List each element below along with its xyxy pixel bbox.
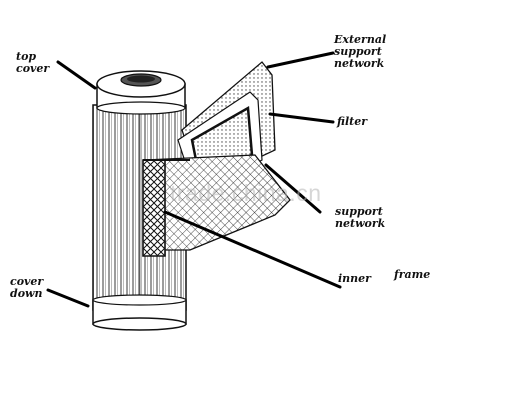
bottom-cover-cap <box>92 294 187 331</box>
watermark: trade.china.cn <box>170 180 322 206</box>
leader-cover-down <box>46 288 90 308</box>
label-inner: inner <box>338 272 371 285</box>
top-cover-cap <box>96 70 186 115</box>
leader-support-network <box>264 163 322 214</box>
leader-external-support-network <box>266 51 335 69</box>
label-frame: frame <box>394 268 431 281</box>
leader-inner <box>163 210 342 289</box>
leader-lines <box>46 51 342 308</box>
label-filter: filter <box>337 115 368 128</box>
leader-filter <box>268 112 335 124</box>
leader-top-cover <box>56 60 97 90</box>
inner-frame-layer <box>142 159 190 257</box>
